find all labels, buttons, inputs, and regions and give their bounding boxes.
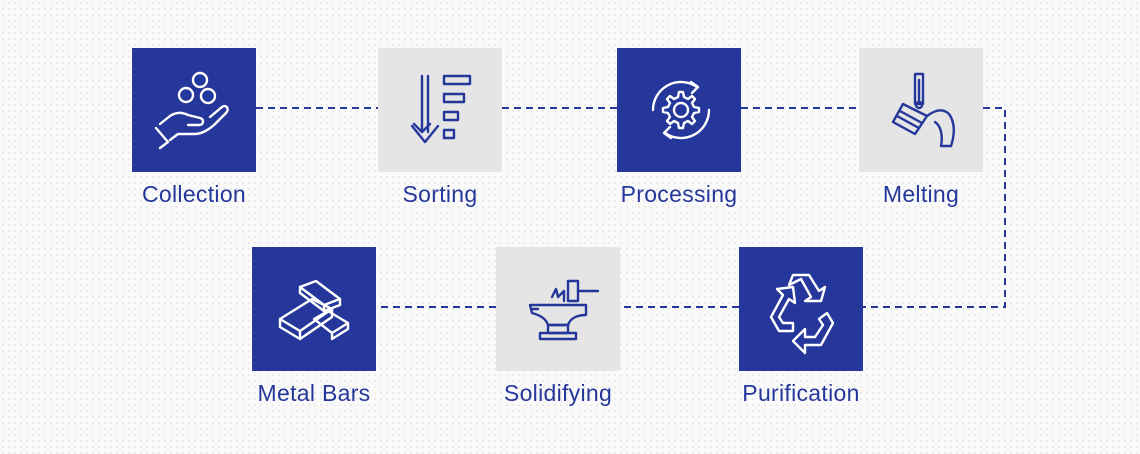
processing-tile bbox=[617, 48, 741, 172]
recycle-icon bbox=[769, 273, 835, 355]
step-label: Collection bbox=[142, 181, 246, 207]
metal-bars-icon bbox=[278, 279, 350, 341]
anvil-hammer-icon bbox=[528, 279, 600, 341]
step-sorting: Sorting bbox=[378, 48, 502, 207]
purification-tile bbox=[739, 247, 863, 371]
step-label: Purification bbox=[742, 380, 860, 406]
step-label: Sorting bbox=[402, 181, 478, 207]
solidifying-tile bbox=[496, 247, 620, 371]
hand-coins-icon bbox=[154, 71, 229, 150]
step-metal-bars: Metal Bars bbox=[252, 247, 376, 406]
step-label: Melting bbox=[882, 181, 960, 207]
collection-tile bbox=[132, 48, 256, 172]
melting-tile bbox=[859, 48, 983, 172]
step-label: Metal Bars bbox=[257, 380, 371, 406]
ladle-pour-icon bbox=[891, 72, 955, 148]
step-label: Processing bbox=[620, 181, 738, 207]
step-label: Solidifying bbox=[503, 380, 613, 406]
step-purification: Purification bbox=[739, 247, 863, 406]
connector-melting-purification bbox=[863, 107, 1006, 308]
step-melting: Melting bbox=[859, 48, 983, 207]
sort-descending-icon bbox=[410, 74, 472, 144]
metal-bars-tile bbox=[252, 247, 376, 371]
step-collection: Collection bbox=[132, 48, 256, 207]
gear-cycle-icon bbox=[651, 80, 711, 140]
step-processing: Processing bbox=[617, 48, 741, 207]
sorting-tile bbox=[378, 48, 502, 172]
step-solidifying: Solidifying bbox=[496, 247, 620, 406]
